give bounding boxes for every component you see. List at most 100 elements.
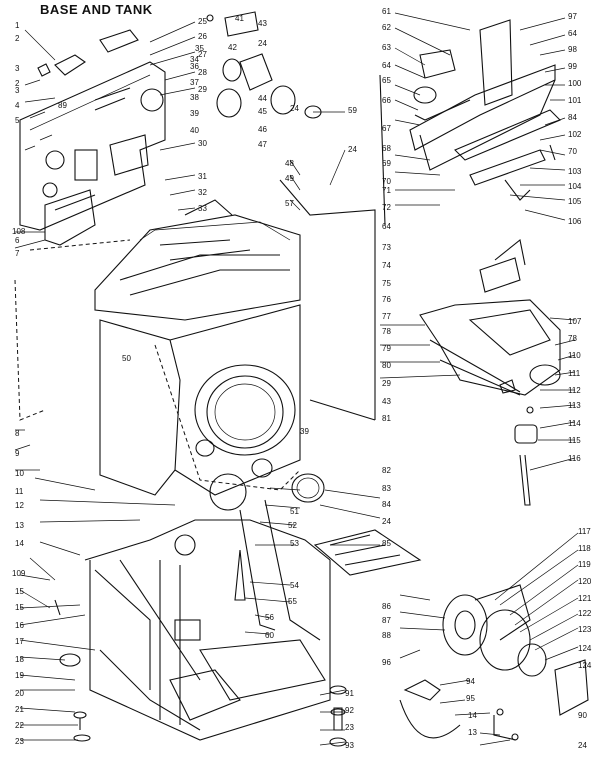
- part-number-label: 99: [568, 62, 577, 71]
- part-number-label: 5: [15, 116, 20, 125]
- wiring-harness: [14, 179, 376, 491]
- part-number-label: 34: [190, 55, 199, 64]
- part-number-label: 89: [58, 101, 67, 110]
- part-number-label: 75: [382, 279, 391, 288]
- part-number-label: 13: [468, 728, 477, 737]
- part-number-label: 23: [15, 737, 24, 746]
- diagram-title: BASE AND TANK: [40, 2, 153, 17]
- part-number-label: 123: [578, 625, 592, 634]
- part-number-label: 53: [290, 539, 299, 548]
- part-number-label: 19: [15, 671, 24, 680]
- part-number-label: 109: [12, 569, 26, 578]
- part-number-label: 70: [568, 147, 577, 156]
- part-number-label: 67: [382, 124, 391, 133]
- part-number-label: 9: [15, 449, 20, 458]
- part-number-label: 1: [15, 21, 20, 30]
- part-number-label: 65: [382, 76, 391, 85]
- part-number-label: 59: [348, 106, 357, 115]
- part-number-label: 17: [15, 637, 24, 646]
- part-number-label: 98: [568, 45, 577, 54]
- part-number-label: 83: [382, 484, 391, 493]
- part-number-label: 78: [568, 334, 577, 343]
- part-number-label: 56: [265, 613, 274, 622]
- part-number-label: 66: [382, 96, 391, 105]
- part-number-label: 73: [382, 243, 391, 252]
- part-number-label: 45: [258, 107, 267, 116]
- part-number-label: 30: [198, 139, 207, 148]
- part-number-label: 10: [15, 469, 24, 478]
- part-number-label: 24: [382, 517, 391, 526]
- part-number-label: 7: [15, 249, 20, 258]
- part-number-label: 24: [578, 741, 587, 750]
- part-number-label: 24: [348, 145, 357, 154]
- part-number-label: 94: [466, 677, 475, 686]
- part-number-label: 26: [198, 32, 207, 41]
- part-number-label: 116: [568, 454, 581, 463]
- part-number-label: 8: [15, 429, 20, 438]
- part-number-label: 71: [382, 186, 391, 195]
- rear-panel: [19, 61, 166, 231]
- part-number-label: 27: [198, 50, 207, 59]
- part-number-label: 13: [15, 521, 24, 530]
- part-number-label: 52: [288, 521, 297, 530]
- part-number-label: 76: [382, 295, 391, 304]
- part-number-label: 18: [15, 655, 24, 664]
- part-number-label: 44: [258, 94, 267, 103]
- part-number-label: 29: [198, 85, 207, 94]
- part-number-label: 57: [285, 199, 294, 208]
- part-number-label: 86: [382, 602, 391, 611]
- part-number-label: 70: [382, 177, 391, 186]
- part-number-label: 51: [290, 507, 299, 516]
- part-number-label: 106: [568, 217, 582, 226]
- part-number-label: 115: [568, 436, 581, 445]
- part-number-label: 47: [258, 140, 267, 149]
- part-number-label: 72: [382, 203, 391, 212]
- part-number-label: 3: [15, 86, 20, 95]
- part-number-label: 16: [15, 621, 24, 630]
- part-number-label: 37: [190, 78, 199, 87]
- part-number-label: 62: [382, 23, 391, 32]
- part-number-label: 14: [15, 539, 24, 548]
- part-number-label: 28: [198, 68, 207, 77]
- part-number-label: 50: [122, 354, 131, 363]
- part-number-label: 95: [466, 694, 475, 703]
- part-number-label: 29: [382, 379, 391, 388]
- part-number-label: 102: [568, 130, 582, 139]
- part-number-label: 55: [288, 597, 297, 606]
- part-number-label: 114: [568, 419, 581, 428]
- part-number-label: 112: [568, 386, 581, 395]
- part-number-label: 11: [15, 487, 24, 496]
- part-number-label: 113: [568, 401, 581, 410]
- part-number-label: 63: [382, 43, 391, 52]
- part-number-label: 39: [190, 109, 199, 118]
- part-number-label: 31: [198, 172, 207, 181]
- part-number-label: 79: [382, 344, 391, 353]
- part-number-label: 74: [382, 261, 391, 270]
- part-number-label: 48: [285, 159, 294, 168]
- tank-front-opening: [194, 364, 296, 511]
- part-number-label: 82: [382, 466, 391, 475]
- part-number-label: 110: [568, 351, 581, 360]
- part-number-label: 22: [15, 721, 24, 730]
- part-number-label: 104: [568, 182, 582, 191]
- cabinet-top: [94, 199, 301, 321]
- part-number-label: 81: [382, 414, 391, 423]
- part-number-label: 15: [15, 603, 24, 612]
- part-number-label: 4: [15, 101, 20, 110]
- part-number-label: 39: [300, 427, 309, 436]
- part-number-label: 15: [15, 587, 24, 596]
- part-number-label: 21: [15, 705, 24, 714]
- part-number-label: 54: [290, 581, 299, 590]
- part-number-label: 108: [12, 227, 26, 236]
- part-number-label: 46: [258, 125, 267, 134]
- leader-lines: [14, 12, 579, 746]
- part-number-label: 117: [578, 527, 591, 536]
- part-number-label: 36: [190, 62, 199, 71]
- part-number-label: 105: [568, 197, 582, 206]
- part-number-label: 25: [198, 17, 207, 26]
- part-number-label: 33: [198, 204, 207, 213]
- base-frame: [84, 499, 331, 741]
- part-number-label: 101: [568, 96, 582, 105]
